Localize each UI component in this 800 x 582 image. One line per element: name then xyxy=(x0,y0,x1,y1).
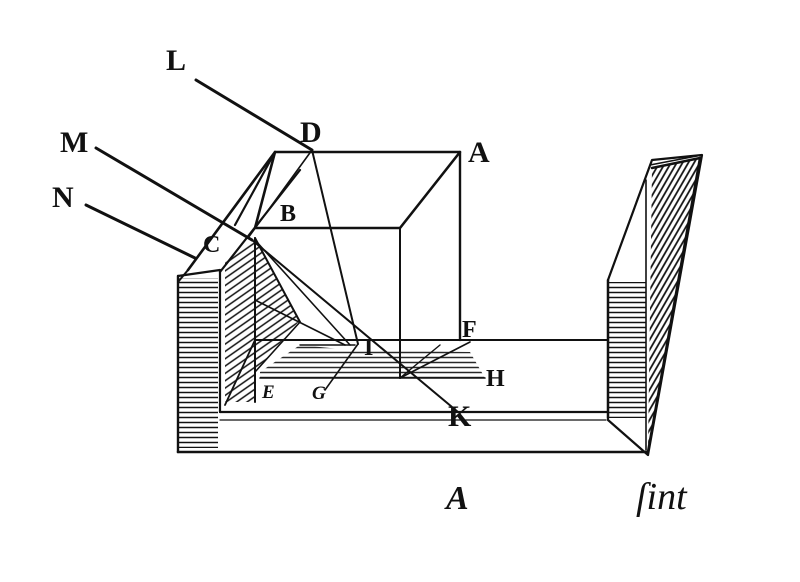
catchword: ſint xyxy=(636,476,687,518)
label-K: K xyxy=(448,400,472,433)
label-A: A xyxy=(468,136,490,169)
immersed-prism xyxy=(225,237,301,403)
label-M: M xyxy=(60,126,89,159)
water-surface xyxy=(224,339,609,406)
label-L: L xyxy=(166,44,187,77)
label-C: C xyxy=(203,232,221,258)
base-plate xyxy=(176,410,650,454)
cube xyxy=(233,150,462,379)
label-H: H xyxy=(486,366,505,392)
label-I: I xyxy=(364,335,374,361)
label-D: D xyxy=(300,116,322,149)
right-wall xyxy=(606,153,704,457)
label-N: N xyxy=(52,181,74,214)
label-G: G xyxy=(312,383,326,404)
left-wall xyxy=(176,268,222,454)
label-B: B xyxy=(280,201,297,227)
figure-caption: A xyxy=(446,480,469,517)
light-rays xyxy=(84,78,471,413)
label-E: E xyxy=(262,382,275,403)
label-F: F xyxy=(462,317,477,343)
